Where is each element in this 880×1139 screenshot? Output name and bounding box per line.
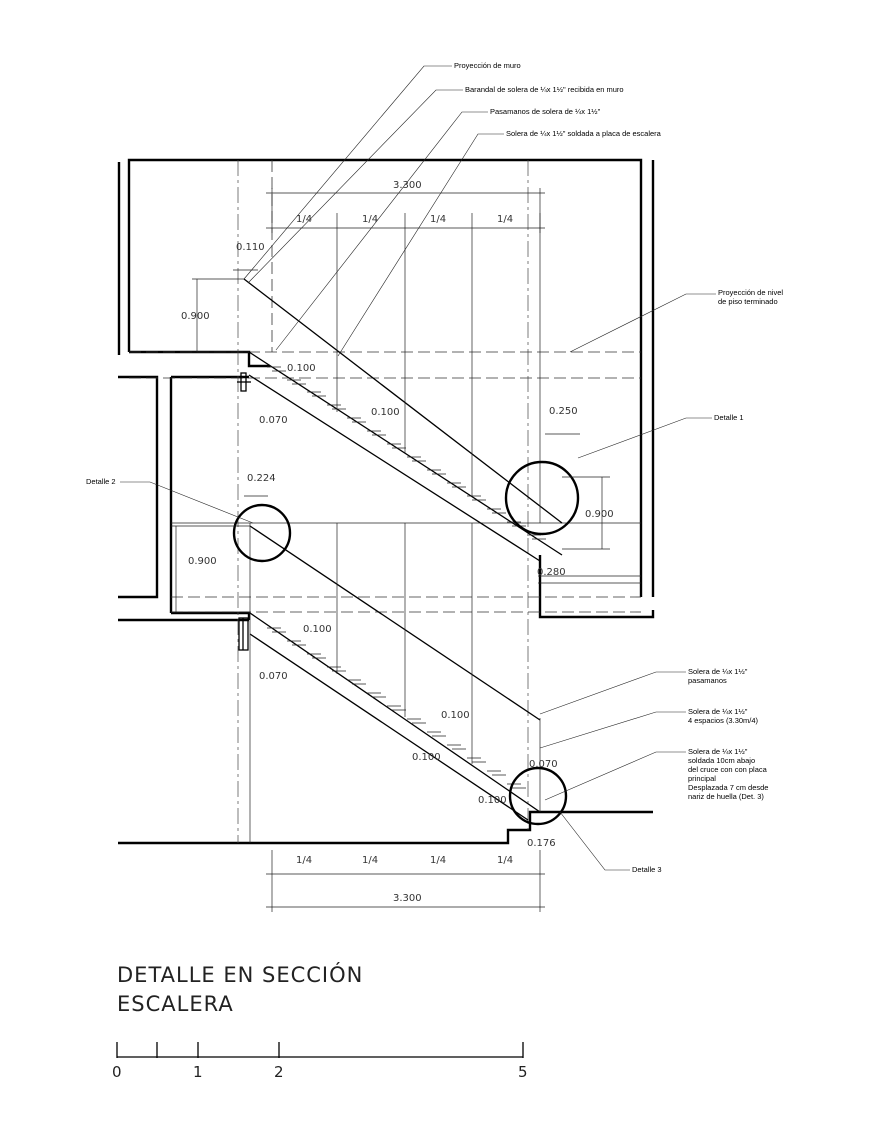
note-detalle-2: Detalle 2: [86, 477, 116, 486]
note-proyeccion-muro: Proyección de muro: [454, 61, 521, 70]
dim-top-q3: 1/4: [430, 214, 446, 225]
detail-2-circle: [232, 503, 292, 563]
note-solera-placa: Solera de ¼x 1½" soldada a placa de esca…: [506, 129, 662, 138]
dim-bottom-total: 3.300: [393, 893, 422, 904]
dim-bottom-q4: 1/4: [497, 855, 513, 866]
dim-bottom-q3: 1/4: [430, 855, 446, 866]
scale-label-0: 0: [112, 1063, 122, 1081]
scale-label-2: 2: [274, 1063, 284, 1081]
note-solera-pasamanos-2: pasamanos: [688, 676, 727, 685]
dim-0100-e: 0.100: [412, 752, 441, 763]
dim-top-q4: 1/4: [497, 214, 513, 225]
detail-1-circle: [504, 460, 580, 536]
dim-bottom-q1: 1/4: [296, 855, 312, 866]
scale-bar: 0 1 2 5: [112, 1042, 528, 1081]
leader-lines: [120, 65, 716, 871]
dim-0070-a: 0.070: [259, 415, 288, 426]
dimension-texts: 3.300 1/4 1/4 1/4 1/4 0.110 0.900 0.100 …: [181, 180, 614, 904]
upper-stair-flight: [237, 213, 563, 562]
note-solera-10cm-4: principal: [688, 774, 716, 783]
dim-0900-upper: 0.900: [181, 311, 210, 322]
note-detalle-3: Detalle 3: [632, 865, 662, 874]
dim-top-q1: 1/4: [296, 214, 312, 225]
dim-0070-c: 0.070: [529, 759, 558, 770]
note-nivel-1: Proyección de nivel: [718, 288, 783, 297]
dim-0100-f: 0.100: [478, 795, 507, 806]
detail-3-circle: [508, 766, 568, 826]
dim-0100-a: 0.100: [287, 363, 316, 374]
dim-0100-d: 0.100: [441, 710, 470, 721]
dimension-lines: [171, 188, 610, 912]
dim-top-q2: 1/4: [362, 214, 378, 225]
note-solera-10cm-3: del cruce con con placa: [688, 765, 768, 774]
note-solera-pasamanos-1: Solera de ¼x 1½": [688, 667, 748, 676]
scale-label-1: 1: [193, 1063, 203, 1081]
dim-0110: 0.110: [236, 242, 265, 253]
drawing-title-line-1: DETALLE EN SECCIÓN: [117, 962, 363, 987]
dim-0900-right: 0.900: [585, 509, 614, 520]
note-detalle-1: Detalle 1: [714, 413, 744, 422]
dim-0100-b: 0.100: [371, 407, 400, 418]
note-nivel-2: de piso terminado: [718, 297, 778, 306]
dim-0070-b: 0.070: [259, 671, 288, 682]
note-solera-10cm-1: Solera de ¼x 1½": [688, 747, 748, 756]
note-solera-10cm-6: nariz de huella (Det. 3): [688, 792, 764, 801]
note-pasamanos: Pasamanos de solera de ¼x 1½": [490, 107, 601, 116]
annotation-notes: Proyección de muro Barandal de solera de…: [86, 61, 783, 874]
dim-0176: 0.176: [527, 838, 556, 849]
structure: [117, 158, 655, 845]
note-solera-10cm-5: Desplazada 7 cm desde: [688, 783, 768, 792]
note-solera-espacios-2: 4 espacios (3.30m/4): [688, 716, 759, 725]
note-solera-10cm-2: soldada 10cm abajo: [688, 756, 755, 765]
dim-0280: 0.280: [537, 567, 566, 578]
note-barandal: Barandal de solera de ¼x 1½" recibida en…: [465, 85, 624, 94]
dim-0100-c: 0.100: [303, 624, 332, 635]
dim-0900-lower: 0.900: [188, 556, 217, 567]
drawing-title-line-2: ESCALERA: [117, 992, 234, 1016]
dim-top-total: 3.300: [393, 180, 422, 191]
lower-stair-flight: [238, 523, 541, 843]
dim-0250: 0.250: [549, 406, 578, 417]
scale-label-5: 5: [518, 1063, 528, 1081]
dim-bottom-q2: 1/4: [362, 855, 378, 866]
note-solera-espacios-1: Solera de ¼x 1½": [688, 707, 748, 716]
dim-0224: 0.224: [247, 473, 276, 484]
